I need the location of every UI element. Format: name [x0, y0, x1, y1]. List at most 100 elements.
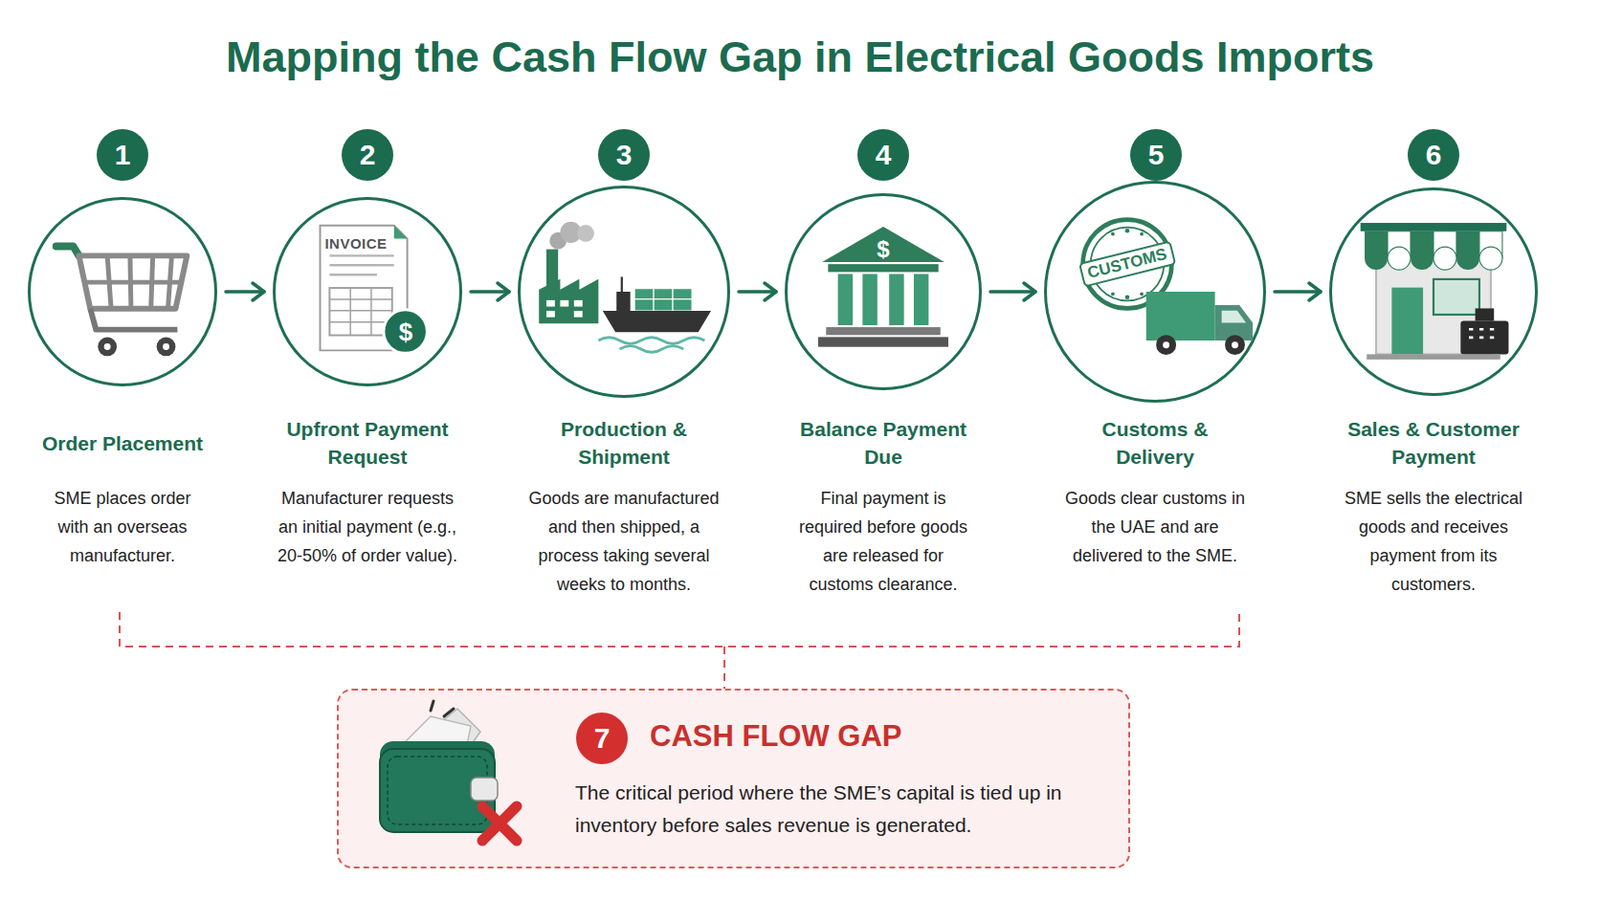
- cross-mark-part: [482, 806, 517, 842]
- store-drawing-part: [1410, 246, 1434, 270]
- invoice-drawing-part: [394, 225, 408, 240]
- stamp-drawing-part: [1111, 291, 1115, 296]
- callout-number: 6: [1425, 138, 1443, 172]
- stamp-drawing-part: [1090, 227, 1165, 302]
- step-heading: Order Placement: [12, 413, 233, 473]
- ship-drawing-part: [653, 299, 673, 312]
- currency-symbol: $: [399, 317, 413, 348]
- cart-drawing: [56, 245, 188, 356]
- cart-drawing-part: [78, 255, 187, 309]
- step-number-badge: 1: [96, 129, 149, 181]
- cart-icon: [27, 197, 218, 387]
- cart-drawing-part: [156, 337, 177, 357]
- cart-drawing-part: [82, 255, 181, 309]
- bracket-line: [119, 612, 1240, 647]
- truck-drawing-part: [1146, 291, 1216, 341]
- factory-drawing-part: [574, 300, 583, 308]
- flow-arrow: [738, 283, 777, 301]
- store-drawing-part: [1391, 288, 1423, 356]
- arrow-head: [252, 283, 265, 301]
- ship-drawing: [598, 276, 712, 353]
- truck-drawing: [1146, 291, 1253, 356]
- arrow-head: [497, 283, 510, 301]
- gap-heading: CASH FLOW GAP: [649, 715, 903, 758]
- store-drawing-part: [1433, 279, 1480, 315]
- bank-drawing-part: [862, 273, 877, 326]
- bank-drawing-part: [913, 273, 929, 326]
- bank-drawing-part: [888, 273, 904, 326]
- factory-drawing-part: [577, 224, 595, 243]
- store-drawing-part: [1468, 329, 1494, 338]
- arrow-head: [1023, 283, 1036, 301]
- invoice-icon: [272, 197, 463, 387]
- bank-drawing-part: [822, 226, 945, 263]
- step-number-badge: 4: [857, 129, 910, 181]
- store-icon: [1329, 187, 1538, 397]
- invoice-drawing: [320, 225, 428, 355]
- step-description: Goods are manufactured and then shipped,…: [528, 484, 720, 600]
- callout-number: 3: [616, 138, 633, 172]
- arrow-shaft: [738, 289, 777, 294]
- callout-number: 1: [114, 138, 132, 172]
- wallet-drawing: [379, 701, 498, 833]
- ship-drawing-part: [602, 311, 712, 333]
- truck-drawing-part: [1155, 334, 1177, 356]
- step-description: Final payment is required before goods a…: [792, 484, 975, 600]
- process-step-circle: Balance Payment DueFinal payment is requ…: [784, 193, 982, 391]
- wallet-drawing-part: [470, 777, 498, 801]
- bank-drawing-part: [838, 273, 853, 326]
- ship-drawing-part: [653, 288, 673, 300]
- factory-drawing-part: [546, 300, 556, 308]
- arrow-shaft: [470, 289, 510, 294]
- callout-number: 4: [875, 138, 892, 172]
- truck-drawing-part: [1224, 334, 1245, 356]
- ship-drawing-part: [598, 337, 705, 345]
- customs-truck-icon: [1044, 180, 1267, 403]
- stamp-drawing-part: [1139, 291, 1144, 296]
- cart-drawing-part: [56, 245, 80, 256]
- invoice-drawing-part: [383, 310, 428, 355]
- store-drawing-part: [1433, 246, 1457, 270]
- bracket-stem: [723, 646, 726, 689]
- cart-drawing-part: [97, 337, 117, 357]
- ship-drawing-part: [672, 288, 692, 300]
- step-heading: Upfront Payment Request: [271, 413, 464, 473]
- arrow-head: [1309, 283, 1321, 301]
- ship-drawing-part: [616, 291, 630, 312]
- store-drawing-part: [1360, 222, 1508, 232]
- ship-drawing-part: [634, 288, 654, 300]
- store-drawing-part: [1364, 246, 1388, 270]
- callout-number: 2: [359, 138, 377, 172]
- factory-drawing-part: [538, 279, 599, 325]
- factory-drawing-part: [546, 311, 556, 318]
- flow-arrow: [990, 283, 1036, 301]
- process-step-circle: Order PlacementSME places order with an …: [27, 197, 218, 387]
- store-drawing-part: [1456, 246, 1480, 270]
- flow-arrow: [470, 283, 510, 301]
- invoice-drawing-part: [329, 255, 394, 275]
- store-drawing-part: [1387, 246, 1411, 270]
- empty-wallet-icon: [375, 703, 529, 847]
- step-description: Manufacturer requests an initial payment…: [274, 484, 462, 571]
- step-heading: Sales & Customer Payment: [1333, 413, 1534, 473]
- callout-number: 5: [1148, 138, 1165, 172]
- store-drawing-part: [1475, 308, 1495, 321]
- stamp-drawing-part: [1111, 232, 1115, 237]
- step-number-badge: 5: [1130, 129, 1182, 181]
- bank-drawing: [818, 226, 949, 348]
- flow-arrow: [1274, 283, 1321, 301]
- step-description: SME sells the electrical goods and recei…: [1335, 484, 1533, 600]
- invoice-heading: INVOICE: [324, 235, 387, 252]
- flow-arrow: [225, 283, 265, 301]
- store-drawing: [1360, 222, 1510, 360]
- step-description: Goods clear customs in the UAE and are d…: [1064, 484, 1246, 571]
- arrow-head: [764, 283, 777, 301]
- ship-drawing-part: [621, 276, 623, 292]
- bank-drawing-part: [818, 336, 949, 347]
- arrow-shaft: [1274, 289, 1321, 294]
- diagram-title: Mapping the Cash Flow Gap in Electrical …: [0, 30, 1600, 85]
- gap-description: The critical period where the SME’s capi…: [575, 777, 1092, 843]
